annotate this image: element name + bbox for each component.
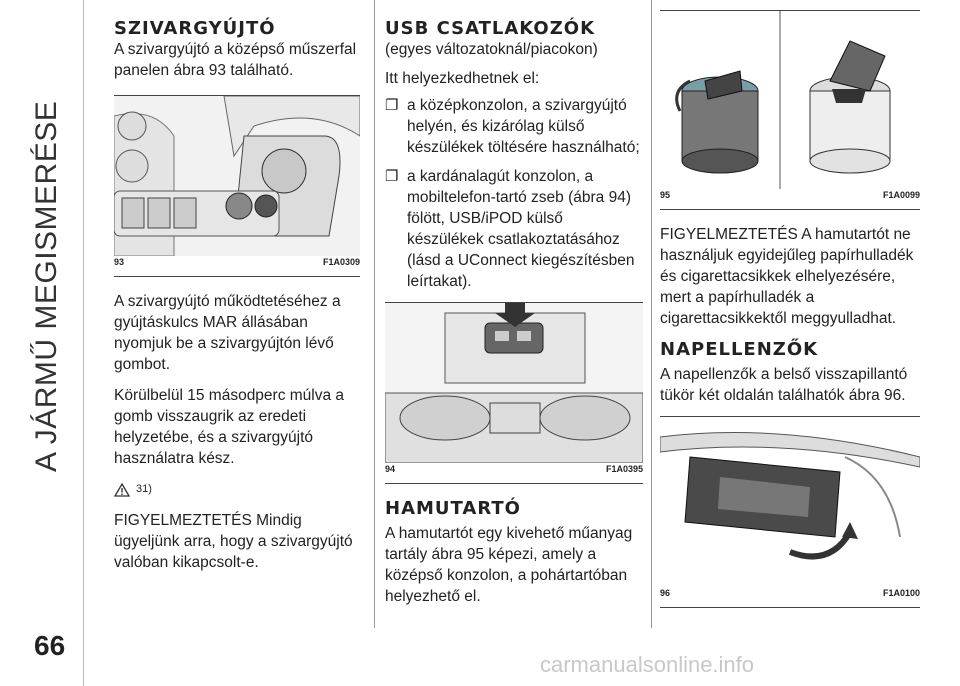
figure-93: 93 F1A0309 [114,95,360,277]
section-heading: SZIVARGYÚJTÓ [114,18,276,39]
figure-code: F1A0395 [605,464,643,474]
figure-96: 96 F1A0100 [660,416,920,608]
figure-number: 93 [114,257,125,267]
paragraph: Körülbelül 15 másodperc múlva a gomb vis… [114,387,345,467]
list-item: ❐a kardánalagút konzolon, a mobiltelefon… [385,168,635,290]
paragraph: A szivargyújtó működtetéséhez a gyújtásk… [114,293,341,373]
section-side-title: A JÁRMŰ MEGISMERÉSE [30,100,63,472]
section-heading: USB CSATLAKOZÓK [385,18,596,39]
column-3: 95 F1A0099 FIGYELMEZTETÉS A hamutartót n… [660,10,920,622]
figure-code: F1A0099 [882,190,920,200]
column-2: USB CSATLAKOZÓK (egyes változatoknál/pia… [385,18,643,617]
column-divider [374,0,375,628]
paragraph: A hamutartót egy kivehető műanyag tartál… [385,525,633,605]
usb-port-console-illustration [385,303,643,463]
warning-reference: 31) [114,479,360,500]
paragraph: FIGYELMEZTETÉS A hamutartót ne használju… [660,226,914,327]
paragraph: FIGYELMEZTETÉS Mindig ügyeljünk arra, ho… [114,512,353,571]
footer-watermark: carmanualsonline.info [540,652,755,677]
paragraph: A szivargyújtó a középső műszerfal panel… [114,41,357,79]
checkbox-bullet-icon: ❐ [385,168,399,185]
figure-code: F1A0100 [882,588,920,598]
ashtray-illustration [660,11,920,189]
checkbox-bullet-icon: ❐ [385,97,399,114]
warning-triangle-icon [114,482,130,497]
bullet-list: ❐a középkonzolon, a szivargyújtó helyén,… [385,95,643,292]
paragraph: Itt helyezkedhetnek el: [385,70,540,87]
column-divider [651,0,652,628]
cigarette-lighter-illustration [114,96,360,256]
sun-visor-illustration [660,417,920,587]
figure-code: F1A0309 [322,257,360,267]
paragraph: A napellenzők a belső visszapillantó tük… [660,366,908,404]
figure-95: 95 F1A0099 [660,10,920,210]
figure-94: 94 F1A0395 [385,302,643,484]
figure-number: 95 [660,190,671,200]
subheading: (egyes változatoknál/piacokon) [385,41,598,58]
figure-number: 94 [385,464,396,474]
section-heading: HAMUTARTÓ [385,498,521,519]
section-heading: NAPELLENZŐK [660,339,819,360]
page-number: 66 [34,630,66,661]
figure-number: 96 [660,588,671,598]
list-item: ❐a középkonzolon, a szivargyújtó helyén,… [385,97,640,156]
column-1: SZIVARGYÚJTÓ A szivargyújtó a középső mű… [114,18,360,583]
side-margin [0,0,84,686]
